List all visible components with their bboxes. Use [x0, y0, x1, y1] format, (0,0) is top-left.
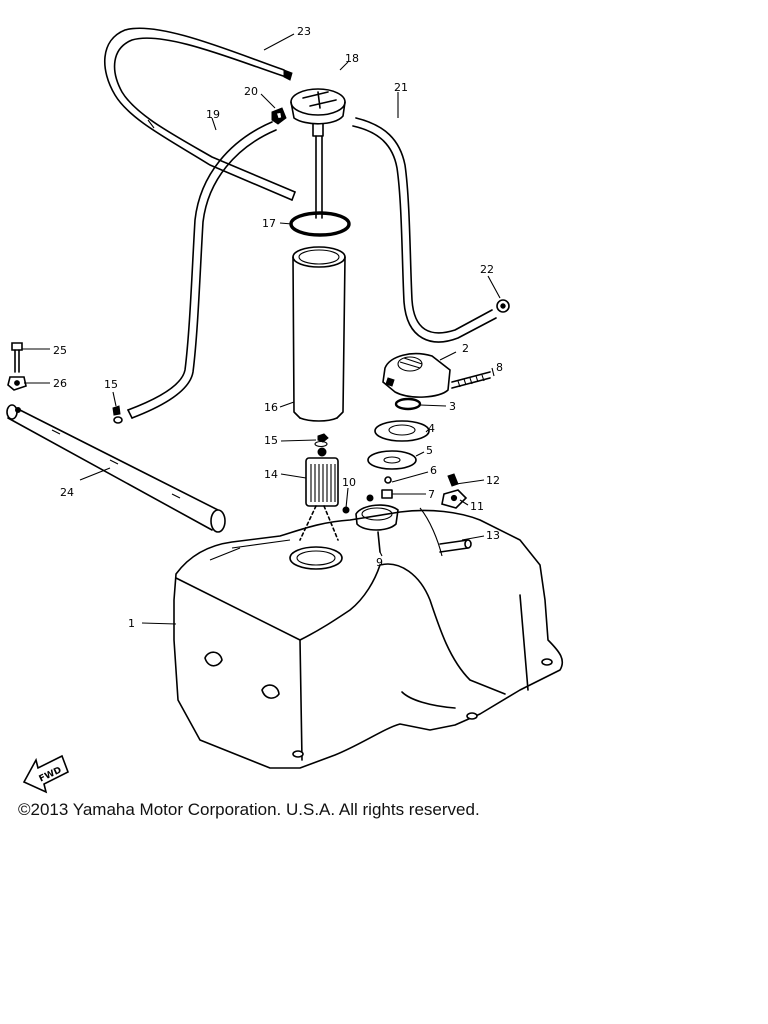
- part-8-screw: [451, 371, 491, 389]
- part-5-gasket: [367, 450, 417, 470]
- callout-6: 6: [430, 464, 437, 477]
- copyright-notice: ©2013 Yamaha Motor Corporation. U.S.A. A…: [18, 800, 480, 819]
- part-2-fuel-cock-body: [382, 352, 451, 398]
- callout-18: 18: [345, 52, 359, 65]
- callout-19: 19: [206, 108, 220, 121]
- fwd-arrow-icon: FWD: [22, 754, 70, 794]
- part-17-o-ring: [289, 211, 351, 237]
- part-16-tube: [292, 246, 346, 422]
- leader-lines: [22, 33, 501, 625]
- part-19-hose: [127, 121, 277, 419]
- part-11-clip: [441, 489, 468, 509]
- callout-2: 2: [462, 342, 469, 355]
- part-1-fuel-tank: [173, 505, 564, 769]
- callout-14: 14: [264, 468, 278, 481]
- callout-21: 21: [394, 81, 408, 94]
- callout-8: 8: [496, 361, 503, 374]
- part-13-pin: [439, 539, 472, 553]
- part-26-bracket: [7, 376, 27, 391]
- callout-20: 20: [244, 85, 258, 98]
- part-4-diaphragm: [374, 420, 430, 442]
- callout-10: 10: [342, 476, 356, 489]
- callout-3: 3: [449, 400, 456, 413]
- callout-11: 11: [470, 500, 484, 513]
- callout-16: 16: [264, 401, 278, 414]
- part-22-clamp: [496, 299, 510, 313]
- callout-25: 25: [53, 344, 67, 357]
- part-3-o-ring: [394, 397, 422, 411]
- callout-13: 13: [486, 529, 500, 542]
- callout-9: 9: [376, 556, 383, 569]
- part-21-hose: [352, 117, 497, 343]
- callout-15-left: 15: [104, 378, 118, 391]
- part-15-clip: [314, 433, 329, 448]
- callout-22: 22: [480, 263, 494, 276]
- callout-12: 12: [486, 474, 500, 487]
- callout-15-center: 15: [264, 434, 278, 447]
- callout-4: 4: [428, 422, 435, 435]
- callout-17: 17: [262, 217, 276, 230]
- callout-23: 23: [297, 25, 311, 38]
- part-20-clip: [271, 107, 287, 125]
- callout-24: 24: [60, 486, 74, 499]
- callout-1: 1: [128, 617, 135, 630]
- part-18-fuel-gauge: [290, 88, 346, 219]
- part-7-spring: [381, 489, 393, 499]
- callout-5: 5: [426, 444, 433, 457]
- part-9-base: [355, 504, 399, 553]
- callout-7: 7: [428, 488, 435, 501]
- part-10-screw: [342, 494, 374, 514]
- part-23-hose: [104, 27, 296, 201]
- part-14-fuel-filter: [305, 447, 339, 507]
- part-24-bar: [6, 404, 226, 533]
- part-15-clip-left: [112, 405, 123, 424]
- callout-26: 26: [53, 377, 67, 390]
- part-25-bolt: [11, 342, 23, 373]
- part-6-washer: [384, 476, 392, 484]
